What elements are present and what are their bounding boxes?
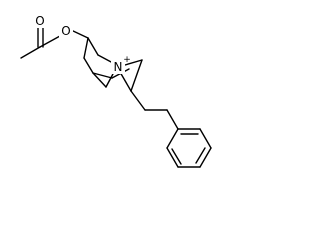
carbonyl-oxygen-label: O <box>35 14 44 28</box>
bond-c3-c2 <box>87 37 99 56</box>
bond-ring-e <box>199 147 212 168</box>
bond-c4a-c4 <box>83 57 94 74</box>
bond-c9-chain1 <box>130 90 146 111</box>
bond-c2-n <box>97 54 114 64</box>
nitrogen-label: N <box>114 60 123 74</box>
bond-c3-c4a <box>83 37 89 59</box>
bond-ring-b <box>166 128 179 149</box>
bond-ring-f <box>199 128 212 149</box>
bond-c4-c5 <box>92 72 107 88</box>
ester-oxygen-label: O <box>61 24 70 38</box>
bond-ring-inner-b <box>195 147 206 164</box>
bond-ring-inner-a <box>171 148 182 165</box>
chemical-structure-diagram: O O N + <box>20 14 212 168</box>
bond-ring-c <box>166 147 179 168</box>
bond-ring-a <box>166 109 179 130</box>
bond-n-c9 <box>119 71 132 92</box>
bond-c4-c6 <box>92 72 113 79</box>
bond-c5-n <box>105 71 115 88</box>
bond-c8-c9 <box>130 59 143 92</box>
positive-charge-label: + <box>123 55 131 65</box>
bond-n-c8 <box>124 59 143 66</box>
bond-methyl-carbonyl <box>20 46 41 59</box>
bond-carbonyl-ester-o <box>39 35 61 48</box>
bond-ester-o-ring-c <box>70 29 89 39</box>
